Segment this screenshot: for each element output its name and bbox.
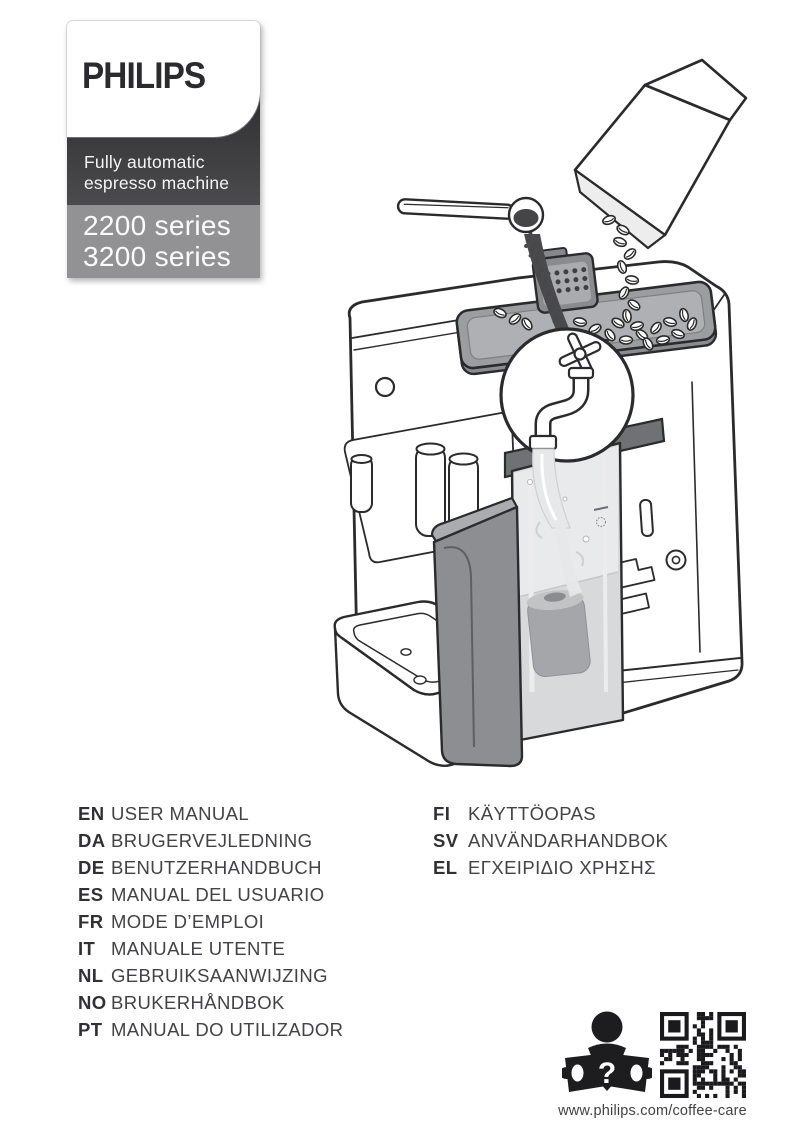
language-code: NO bbox=[78, 991, 107, 1013]
tagline-line1: Fully automatic bbox=[84, 152, 205, 172]
language-label: GEBRUIKSAANWIJZING bbox=[111, 964, 328, 986]
language-row: PT MANUAL DO UTILIZADOR bbox=[78, 1016, 343, 1043]
language-row: NO BRUKERHÅNDBOK bbox=[78, 989, 343, 1016]
language-label: BRUKERHÅNDBOK bbox=[111, 991, 285, 1013]
language-row: DE BENUTZERHANDBUCH bbox=[78, 854, 343, 881]
support-url: www.philips.com/coffee-care bbox=[558, 1103, 747, 1119]
brand-card: PHILIPS Fully automatic espresso machine… bbox=[67, 21, 260, 278]
language-code: SV bbox=[433, 829, 459, 851]
language-row: FR MODE D’EMPLOI bbox=[78, 908, 343, 935]
coffee-bean-bag bbox=[573, 58, 748, 250]
water-stream bbox=[527, 448, 590, 597]
series-panel: 2200 series 3200 series bbox=[67, 205, 260, 278]
tap-icon bbox=[528, 332, 602, 451]
language-label: MODE D’EMPLOI bbox=[111, 910, 265, 932]
language-row: EN USER MANUAL bbox=[78, 800, 343, 827]
espresso-machine-illustration bbox=[333, 58, 748, 768]
language-label: ANVÄNDARHANDBOK bbox=[468, 829, 669, 851]
magnifier-tap bbox=[499, 327, 635, 463]
language-row: FI KÄYTTÖOPAS bbox=[433, 800, 668, 827]
language-code: DA bbox=[78, 829, 106, 851]
language-list-left: EN USER MANUAL DA BRUGERVEJLEDNING DE BE… bbox=[78, 800, 343, 1043]
language-code: IT bbox=[78, 937, 96, 959]
language-row: EL ΕΓΧΕΙΡΙΔΙΟ ΧΡΗΣΗΣ bbox=[433, 854, 668, 881]
language-code: EN bbox=[78, 802, 105, 824]
language-code: FI bbox=[433, 802, 451, 824]
coffee-spouts bbox=[350, 442, 479, 549]
language-row: NL GEBRUIKSAANWIJZING bbox=[78, 962, 343, 989]
language-row: IT MANUALE UTENTE bbox=[78, 935, 343, 962]
language-list-right: FI KÄYTTÖOPAS SV ANVÄNDARHANDBOK EL ΕΓΧΕ… bbox=[433, 800, 668, 881]
qr-code bbox=[660, 1012, 746, 1098]
language-row: ES MANUAL DEL USUARIO bbox=[78, 881, 343, 908]
philips-logo: PHILIPS bbox=[82, 55, 206, 96]
language-code: FR bbox=[78, 910, 104, 932]
language-label: BENUTZERHANDBUCH bbox=[111, 856, 322, 878]
language-code: PT bbox=[78, 1018, 103, 1040]
language-label: KÄYTTÖOPAS bbox=[468, 802, 597, 824]
language-label: BRUGERVEJLEDNING bbox=[111, 829, 313, 851]
language-code: EL bbox=[433, 856, 458, 878]
language-code: ES bbox=[78, 883, 104, 905]
question-mark-glyph: ? bbox=[598, 1057, 616, 1090]
language-label: MANUAL DEL USUARIO bbox=[111, 883, 325, 905]
tagline-line2: espresso machine bbox=[84, 173, 230, 193]
language-row: DA BRUGERVEJLEDNING bbox=[78, 827, 343, 854]
language-label: MANUAL DO UTILIZADOR bbox=[111, 1018, 344, 1040]
language-code: NL bbox=[78, 964, 104, 986]
person-reading-manual-icon: ? bbox=[562, 1011, 652, 1092]
brand-logo-panel: PHILIPS bbox=[67, 21, 260, 137]
power-button bbox=[374, 376, 396, 398]
measuring-scoop bbox=[396, 196, 545, 234]
series-line1: 2200 series bbox=[83, 210, 232, 241]
language-code: DE bbox=[78, 856, 105, 878]
tank-handle bbox=[430, 496, 524, 768]
water-filter-cartridge bbox=[526, 590, 591, 678]
language-label: USER MANUAL bbox=[111, 802, 250, 824]
language-label: ΕΓΧΕΙΡΙΔΙΟ ΧΡΗΣΗΣ bbox=[468, 856, 656, 878]
language-label: MANUALE UTENTE bbox=[111, 937, 286, 959]
language-row: SV ANVÄNDARHANDBOK bbox=[433, 827, 668, 854]
series-line2: 3200 series bbox=[83, 241, 232, 272]
